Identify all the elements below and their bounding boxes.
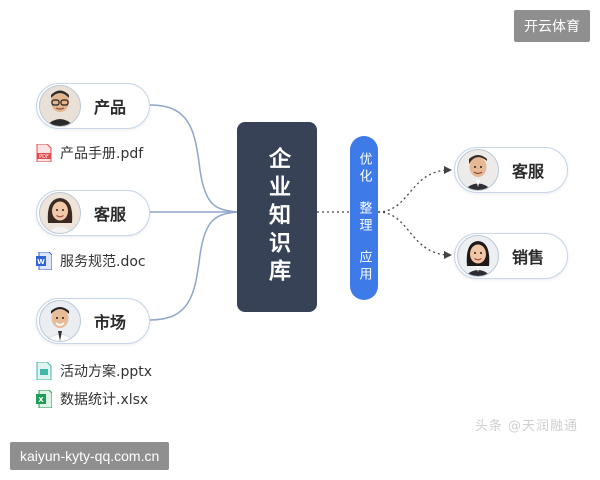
watermark-top: 开云体育 bbox=[514, 10, 590, 42]
svg-text:W: W bbox=[37, 258, 45, 266]
output-label-service: 客服 bbox=[511, 162, 544, 181]
man-avatar-icon bbox=[457, 149, 499, 191]
man-avatar-icon bbox=[39, 300, 81, 342]
process-step-apply: 应用 bbox=[356, 250, 372, 285]
file-name: 数据统计.xlsx bbox=[60, 392, 149, 408]
file-name: 活动方案.pptx bbox=[60, 364, 152, 380]
word-file-icon: W bbox=[36, 251, 53, 271]
connector-process-to-sales bbox=[377, 211, 451, 256]
connector-product-to-hub bbox=[149, 104, 238, 213]
input-label-market: 市场 bbox=[93, 313, 126, 332]
output-label-sales: 销售 bbox=[511, 248, 544, 267]
input-label-product: 产品 bbox=[93, 98, 126, 117]
input-label-service: 客服 bbox=[93, 205, 126, 224]
hub-label: 企业知识库 bbox=[265, 147, 290, 287]
input-node-market: 市场 bbox=[36, 298, 150, 344]
output-node-sales: 销售 bbox=[454, 233, 568, 279]
svg-text:PDF: PDF bbox=[39, 154, 49, 160]
input-node-product: 产品 bbox=[36, 83, 150, 129]
woman-avatar-icon bbox=[39, 192, 81, 234]
connector-process-to-service bbox=[377, 169, 451, 213]
woman-avatar-icon bbox=[457, 235, 499, 277]
output-node-service: 客服 bbox=[454, 147, 568, 193]
excel-file-icon: X bbox=[36, 389, 53, 409]
file-service-spec: W 服务规范.doc bbox=[36, 251, 146, 271]
process-capsule: 优化 整理 应用 bbox=[350, 136, 378, 300]
process-step-organize: 整理 bbox=[356, 200, 372, 235]
knowledge-base-hub: 企业知识库 bbox=[237, 122, 317, 312]
man-glasses-avatar-icon bbox=[39, 85, 81, 127]
file-name: 服务规范.doc bbox=[60, 254, 146, 270]
arrowhead-sales bbox=[444, 251, 452, 259]
pdf-file-icon: PDF bbox=[36, 143, 52, 163]
file-name: 产品手册.pdf bbox=[60, 146, 144, 162]
connector-market-to-hub bbox=[149, 211, 238, 321]
file-data-stats: X 数据统计.xlsx bbox=[36, 389, 148, 409]
arrowhead-service bbox=[444, 166, 452, 174]
file-product-manual: PDF 产品手册.pdf bbox=[36, 143, 143, 163]
watermark-bottom: kaiyun-kyty-qq.com.cn bbox=[10, 442, 170, 470]
svg-text:X: X bbox=[38, 396, 44, 404]
source-watermark: 头条 @天润融通 bbox=[474, 419, 578, 434]
process-step-optimize: 优化 bbox=[356, 151, 372, 186]
file-campaign-plan: 活动方案.pptx bbox=[36, 361, 152, 381]
input-node-service: 客服 bbox=[36, 190, 150, 236]
pptx-file-icon bbox=[36, 361, 52, 381]
